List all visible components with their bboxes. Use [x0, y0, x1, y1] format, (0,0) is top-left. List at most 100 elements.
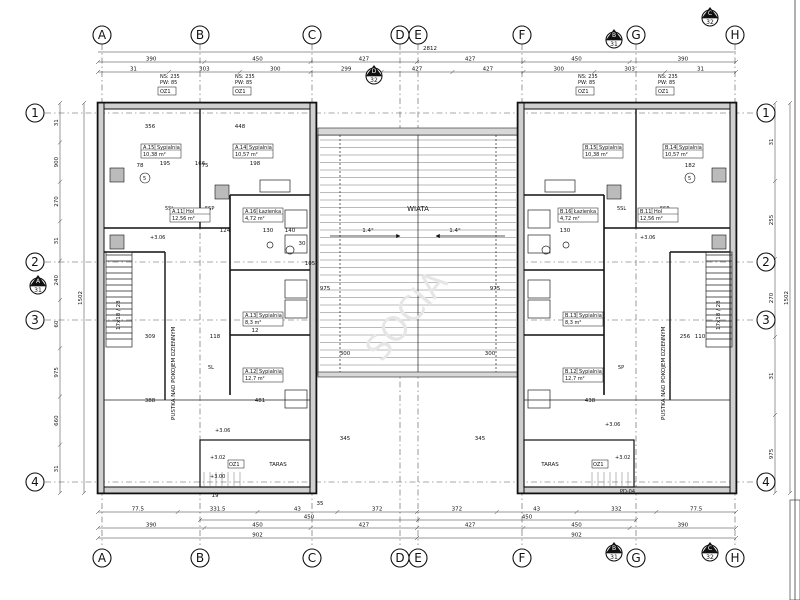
grid-bubble-3-left: 3	[25, 310, 45, 330]
dim-label: 31	[769, 373, 775, 380]
room-code: A.15	[143, 145, 154, 151]
dim-label: 427	[483, 67, 494, 73]
interior-dim-label: 105	[305, 261, 316, 267]
room-name: Łazienka	[258, 209, 281, 215]
interior-dim-label: 140	[285, 228, 296, 234]
dim-left-total: 1502	[78, 100, 87, 496]
void-label-right: PUSTKA NAD POKOJEM DZIENNYM	[661, 326, 667, 420]
window-tag-2: OZ1	[235, 89, 246, 95]
dim-label: 975	[54, 367, 60, 378]
window-note-7: NS: 235	[658, 74, 678, 80]
dim-label: 331.5	[210, 507, 226, 513]
room-name: Sypialnia	[157, 145, 180, 151]
terrace-label-right: TARAS	[540, 462, 559, 468]
tag-5l-left: 5L	[208, 365, 214, 371]
room-code: B.13	[565, 313, 576, 319]
room-code: A.12	[245, 369, 256, 375]
interior-dim-label: 256	[680, 334, 691, 340]
window-tag-6: OZ1	[593, 462, 604, 468]
interior-dim-label: 345	[475, 436, 486, 442]
room-area: 8,3 m²	[245, 320, 261, 326]
room-name: Sypialnia	[259, 313, 282, 319]
room-code: B.12	[565, 369, 576, 375]
grid-label-A: A	[98, 551, 107, 565]
stairs-label-left: 17x18 / 28	[116, 300, 122, 330]
grid-label-E: E	[414, 28, 422, 42]
dim-label: 450	[522, 515, 533, 521]
interior-dim-label: 300	[340, 351, 351, 357]
grid-label-G: G	[631, 551, 640, 565]
section-sheet: 31	[610, 41, 618, 48]
slope-right-label: 1.4°	[449, 228, 461, 234]
room-code: B.16	[560, 209, 571, 215]
grid-bubble-2-right: 2	[756, 252, 776, 272]
dim-label: 450	[252, 523, 263, 529]
grid-label-H: H	[730, 551, 739, 565]
grid-bubble-B-top: B	[190, 25, 210, 45]
grid-bubble-A-bottom: A	[92, 548, 112, 568]
room-code: B.15	[585, 145, 596, 151]
interior-dim-label: 35	[317, 501, 324, 507]
grid-bubble-1-left: 1	[25, 103, 45, 123]
dim-label: 660	[54, 415, 60, 426]
terrace-label-left: TARAS	[268, 462, 287, 468]
dim-label: 427	[465, 57, 476, 63]
grid-label-A: A	[98, 28, 107, 42]
window-note-6: PW: 85	[578, 80, 595, 86]
level-left-top: +3.06	[215, 428, 230, 434]
unit-b-plan	[516, 101, 738, 495]
dim-label: 450	[571, 57, 582, 63]
grid-bubble-A-top: A	[92, 25, 112, 45]
grid-bubble-C-bottom: C	[302, 548, 322, 568]
grid-label-D: D	[395, 551, 404, 565]
room-name: Hol	[654, 209, 662, 215]
room-area: 10,57 m²	[665, 152, 688, 158]
circle-5-right: 5	[688, 176, 691, 182]
room-area: 4,72 m²	[245, 216, 265, 222]
interior-dim-label: 198	[250, 161, 261, 167]
grid-bubble-G-bottom: G	[626, 548, 646, 568]
level-right-hall: +3.06	[640, 235, 655, 241]
dim-label: 299	[341, 67, 352, 73]
room-area: 12,7 m²	[245, 376, 265, 382]
window-tag-3: OZ1	[578, 89, 589, 95]
level-right-top: +3.06	[605, 422, 620, 428]
dim-label: 240	[54, 275, 60, 286]
section-mark-C-1: C32	[701, 7, 719, 27]
room-area: 10,57 m²	[235, 152, 258, 158]
level-left-mid: +3.02	[210, 455, 225, 461]
room-area: 12,56 m²	[172, 216, 195, 222]
section-letter: D	[372, 68, 377, 75]
section-mark-B-4: B31	[605, 542, 623, 562]
dim-label: 450	[252, 57, 263, 63]
dim-label: 427	[359, 523, 370, 529]
tag-5sl-right: 5SL	[617, 206, 626, 212]
interior-dim-label: 12	[252, 328, 259, 334]
grid-bubble-F-top: F	[512, 25, 532, 45]
grid-bubble-D-bottom: D	[390, 548, 410, 568]
window-tag-5: OZ1	[229, 462, 240, 468]
dim-label: 43	[533, 507, 540, 513]
section-mark-D-2: D32	[365, 65, 383, 85]
dim-label: 372	[372, 507, 383, 513]
grid-label-2: 2	[762, 255, 770, 269]
dim-label: 270	[769, 292, 775, 303]
grid-label-C: C	[308, 551, 316, 565]
dim-label: 902	[571, 533, 582, 539]
interior-dim-label: 481	[255, 398, 266, 404]
interior-dim-label: 300	[485, 351, 496, 357]
interior-dim-label: 975	[490, 286, 501, 292]
section-sheet: 31	[610, 554, 618, 561]
circle-5-left: 5	[143, 176, 146, 182]
